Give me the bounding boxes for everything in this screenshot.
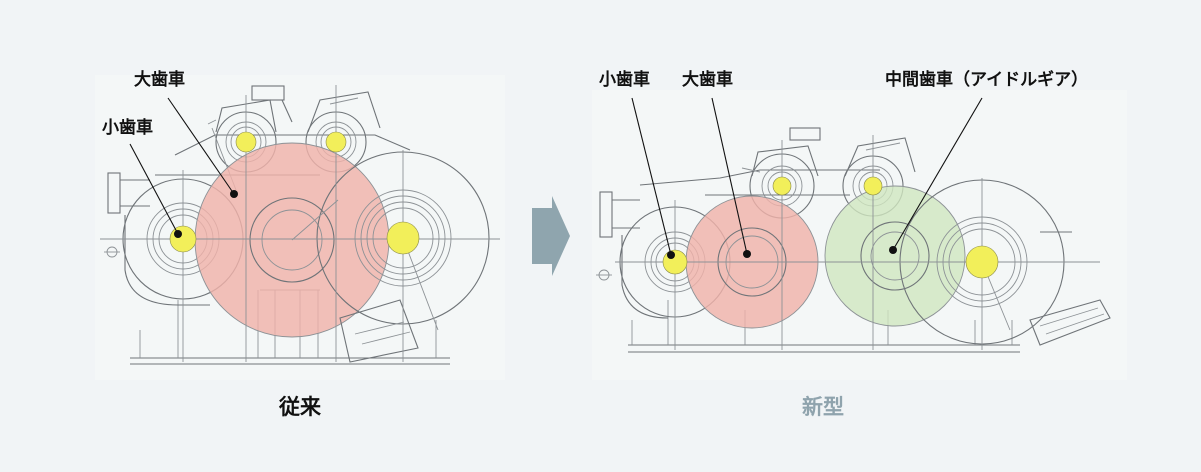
new-caption: 新型 (802, 395, 844, 419)
new-small-gear-leader (631, 97, 672, 256)
conventional-caption: 従来 (278, 395, 322, 419)
conventional-top-left-pinion (235, 131, 257, 153)
new-compressor-drawing: 小歯車 大歯車 中間歯車（アイドルギア） (592, 69, 1127, 380)
conventional-right-pinion (386, 221, 420, 255)
conventional-large-gear-label: 大歯車 (134, 69, 185, 90)
large-gear-leader-dot (230, 190, 238, 198)
new-large-gear-leader-dot (743, 250, 751, 258)
new-idler-gear-leader (892, 97, 983, 251)
conventional-top-right-pinion (325, 131, 347, 153)
new-idler-gear-label: 中間歯車（アイドルギア） (885, 69, 1088, 90)
new-top-left-pinion (772, 176, 792, 196)
large-gear-leader (167, 97, 235, 195)
new-left-pinion (662, 249, 688, 275)
new-large-gear-leader (711, 97, 748, 255)
transition-arrow (532, 196, 570, 276)
small-gear-leader (129, 143, 179, 235)
conventional-compressor-drawing: 大歯車 小歯車 (95, 69, 505, 380)
new-small-gear-leader-dot (667, 251, 675, 259)
new-right-pinion (965, 245, 999, 279)
conventional-casing (124, 215, 210, 306)
new-top-right-pinion (863, 176, 883, 196)
new-small-gear-label: 小歯車 (599, 69, 650, 90)
new-idler-gear (825, 186, 965, 326)
conventional-left-pinion (169, 225, 197, 253)
new-idler-gear-leader-dot (889, 246, 897, 254)
small-gear-leader-dot (174, 230, 182, 238)
new-large-gear-label: 大歯車 (682, 69, 733, 90)
new-base-frame (628, 300, 1020, 353)
conventional-small-gear-label: 小歯車 (102, 117, 153, 138)
